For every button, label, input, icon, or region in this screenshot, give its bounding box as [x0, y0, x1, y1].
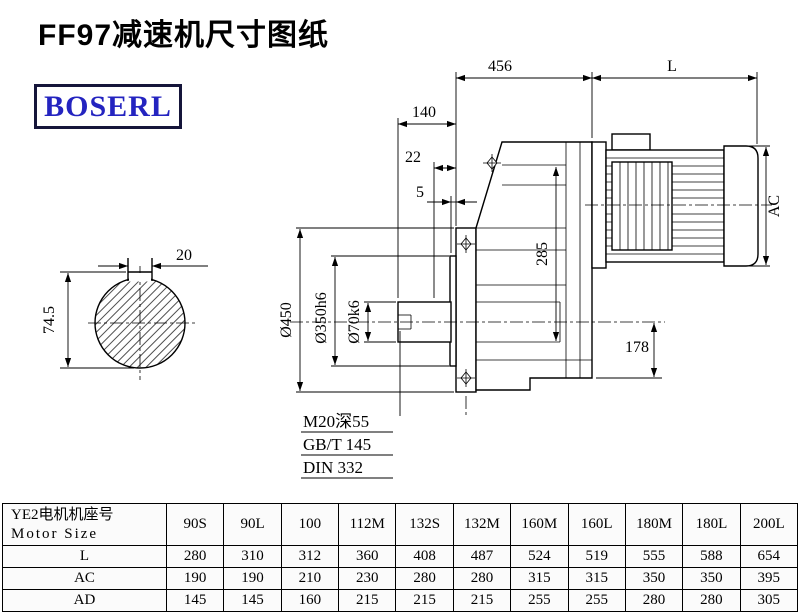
value-cell: 160: [280, 589, 340, 612]
column-header: 132M: [452, 503, 512, 546]
dim-flange-offset-label: 22: [405, 149, 421, 166]
value-cell: 280: [395, 567, 454, 590]
dim-shaft-length-label: 140: [412, 104, 436, 121]
value-cell: 190: [223, 567, 282, 590]
value-cell: 654: [739, 545, 799, 568]
table-row-AD: AD 145 145 160 215 215 215 255 255 280 2…: [2, 589, 799, 612]
value-cell: 280: [452, 567, 512, 590]
brand-logo-text: BOSERL: [44, 89, 172, 123]
column-header: 90L: [223, 503, 282, 546]
dim-shaft-diameter-label: Ø70k6: [346, 300, 363, 344]
table-row-L: L 280 310 312 360 408 487 524 519 555 58…: [2, 545, 799, 568]
column-header: 160L: [567, 503, 626, 546]
value-cell: 305: [739, 589, 799, 612]
dim-key-width-label: 20: [176, 247, 192, 264]
value-cell: 360: [338, 545, 397, 568]
column-header: 180L: [682, 503, 741, 546]
column-header: 180M: [624, 503, 684, 546]
row-label: AC: [2, 567, 167, 590]
value-cell: 145: [223, 589, 282, 612]
value-cell: 215: [452, 589, 512, 612]
motor-size-header-cell: YE2电机机座号 Motor Size: [2, 503, 167, 546]
column-header: 112M: [338, 503, 397, 546]
page-title: FF97减速机尺寸图纸: [38, 19, 330, 52]
value-cell: 210: [280, 567, 340, 590]
value-cell: 350: [624, 567, 684, 590]
dimensions: 456 L 140 22 5 AC 285: [278, 58, 783, 393]
shaft-bore-section: [94, 277, 186, 369]
value-cell: 280: [682, 589, 741, 612]
row-label: L: [2, 545, 167, 568]
value-cell: 280: [624, 589, 684, 612]
value-cell: 312: [280, 545, 340, 568]
dim-motor-length-label: L: [667, 58, 677, 75]
column-header: 100: [280, 503, 340, 546]
dim-spigot-diameter-label: Ø350h6: [313, 292, 330, 344]
value-cell: 145: [165, 589, 225, 612]
column-header: 200L: [739, 503, 799, 546]
dim-spigot-depth-label: 5: [416, 184, 424, 201]
dim-motor-diameter-label: AC: [766, 195, 783, 217]
value-cell: 524: [510, 545, 569, 568]
note-standard-din: DIN 332: [303, 458, 363, 477]
column-header: 90S: [165, 503, 225, 546]
row-label: AD: [2, 589, 167, 612]
value-cell: 215: [395, 589, 454, 612]
dim-key-width: 20: [98, 247, 208, 270]
fan-cover: [723, 145, 759, 267]
notes: M20深55 GB/T 145 DIN 332: [301, 331, 401, 479]
value-cell: 395: [739, 567, 799, 590]
note-standard-gbt: GB/T 145: [303, 435, 371, 454]
gear-housing: [475, 141, 593, 391]
dim-overall-width-label: 456: [488, 58, 512, 75]
column-header: 132S: [395, 503, 454, 546]
bolt-hole-symbol: [483, 154, 501, 172]
value-cell: 255: [510, 589, 569, 612]
value-cell: 519: [567, 545, 626, 568]
terminal-box: [611, 133, 651, 151]
motor-size-table: YE2电机机座号 Motor Size 90S 90L 100 112M 132…: [2, 503, 799, 612]
note-tapped-hole: M20深55: [303, 412, 369, 431]
motor-size-header-cn: YE2电机机座号: [11, 506, 114, 523]
keyway: [127, 258, 153, 281]
bolt-hole-symbol: [457, 369, 475, 387]
value-cell: 487: [452, 545, 512, 568]
motor-size-header-en: Motor Size: [11, 525, 99, 542]
gear-unit-view: [397, 141, 593, 393]
column-header: 160M: [510, 503, 569, 546]
dim-key-height: 74.5: [41, 271, 134, 369]
shaft-section-view: 20 74.5: [41, 247, 208, 380]
value-cell: 255: [567, 589, 626, 612]
dim-foot-height-label: 178: [625, 339, 649, 356]
bolt-hole-symbol: [457, 235, 475, 253]
centerlines: [290, 204, 772, 418]
dim-flange-diameter-label: Ø450: [278, 302, 295, 338]
value-cell: 588: [682, 545, 741, 568]
technical-drawing: 20 74.5 456 L 140: [41, 58, 783, 479]
value-cell: 350: [682, 567, 741, 590]
table-row-AC: AC 190 190 210 230 280 280 315 315 350 3…: [2, 567, 799, 590]
table-header-row: YE2电机机座号 Motor Size 90S 90L 100 112M 132…: [2, 503, 799, 546]
value-cell: 280: [165, 545, 225, 568]
brand-logo: BOSERL: [34, 84, 182, 129]
value-cell: 190: [165, 567, 225, 590]
motor-stator-lines: [619, 162, 669, 250]
value-cell: 215: [338, 589, 397, 612]
value-cell: 310: [223, 545, 282, 568]
value-cell: 315: [510, 567, 569, 590]
dim-center-height-label: 285: [534, 242, 551, 266]
dim-key-height-label: 74.5: [41, 306, 58, 334]
value-cell: 315: [567, 567, 626, 590]
value-cell: 230: [338, 567, 397, 590]
motor-assembly: [591, 133, 759, 269]
value-cell: 555: [624, 545, 684, 568]
value-cell: 408: [395, 545, 454, 568]
motor-stator: [611, 161, 673, 251]
